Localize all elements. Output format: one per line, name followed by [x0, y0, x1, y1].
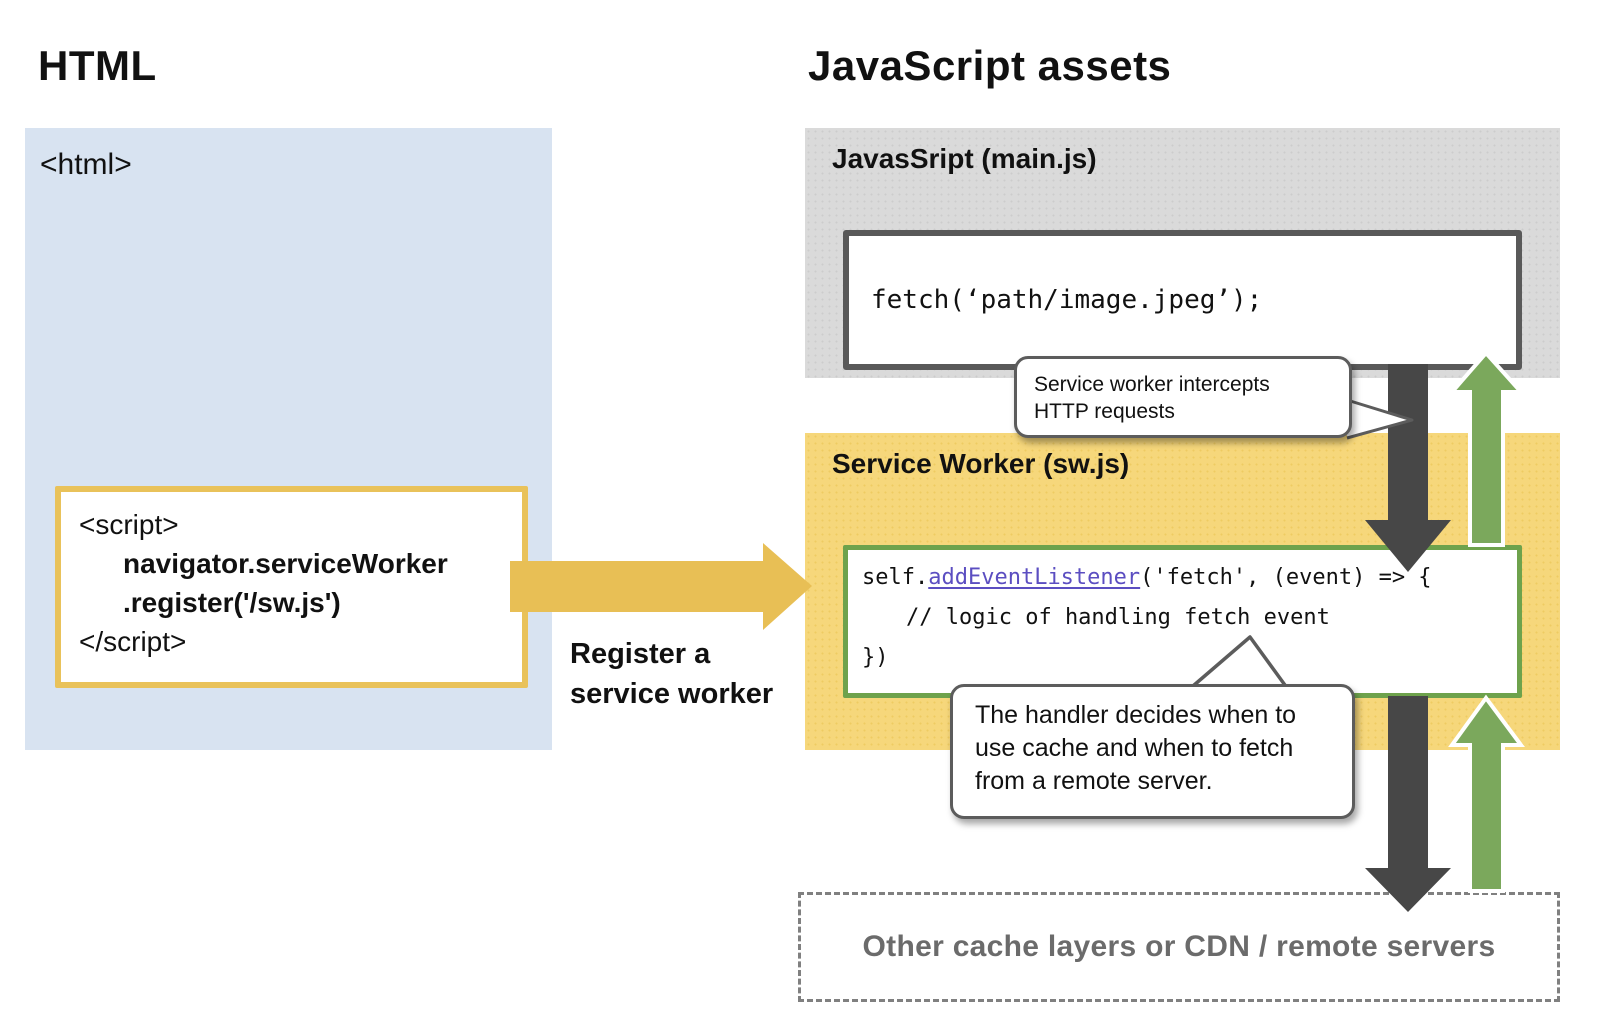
- sw-code-addeventlistener: addEventListener: [928, 565, 1141, 590]
- heading-javascript-assets: JavaScript assets: [808, 42, 1172, 89]
- register-service-worker-label: Register a service worker: [570, 634, 773, 714]
- service-worker-code-box: self.addEventListener('fetch', (event) =…: [843, 545, 1522, 698]
- handler-bubble-line2: use cache and when to fetch: [975, 734, 1294, 762]
- sw-code-line1: self.addEventListener('fetch', (event) =…: [862, 558, 1517, 598]
- intercept-bubble: Service worker intercepts HTTP requests: [1014, 356, 1352, 438]
- cache-layers-box: Other cache layers or CDN / remote serve…: [798, 892, 1560, 1002]
- sw-code-comment: // logic of handling fetch event: [906, 605, 1330, 630]
- intercept-bubble-line2: HTTP requests: [1034, 400, 1175, 423]
- fetch-code: fetch(‘path/image.jpeg’);: [871, 285, 1263, 315]
- script-open-tag: <script>: [79, 509, 179, 540]
- cache-layers-label: Other cache layers or CDN / remote serve…: [862, 930, 1496, 963]
- fetch-code-box: fetch(‘path/image.jpeg’);: [843, 230, 1522, 370]
- script-code-box: <script> navigator.serviceWorker .regist…: [55, 486, 528, 688]
- sw-code-close: }): [862, 645, 889, 670]
- intercept-bubble-line1: Service worker intercepts: [1034, 373, 1270, 396]
- handler-bubble-line3: from a remote server.: [975, 767, 1213, 795]
- heading-html: HTML: [38, 42, 157, 89]
- register-label-line2: service worker: [570, 678, 774, 710]
- register-label-line1: Register a: [570, 638, 711, 670]
- mainjs-panel-title: JavasSript (main.js): [832, 143, 1097, 174]
- handler-bubble: The handler decides when to use cache an…: [950, 684, 1355, 819]
- script-navigator-line: navigator.serviceWorker: [123, 548, 448, 579]
- sw-code-self: self.: [862, 565, 929, 590]
- register-arrow: [510, 543, 812, 630]
- script-register-line: .register('/sw.js'): [123, 587, 341, 618]
- html-tag-label: <html>: [40, 148, 132, 181]
- handler-bubble-line1: The handler decides when to: [975, 701, 1297, 729]
- sw-code-args: ('fetch', (event) => {: [1140, 565, 1432, 590]
- service-worker-panel-title: Service Worker (sw.js): [832, 448, 1130, 479]
- html-panel: <html> <script> navigator.serviceWorker …: [25, 128, 552, 750]
- script-close-tag: </script>: [79, 626, 187, 657]
